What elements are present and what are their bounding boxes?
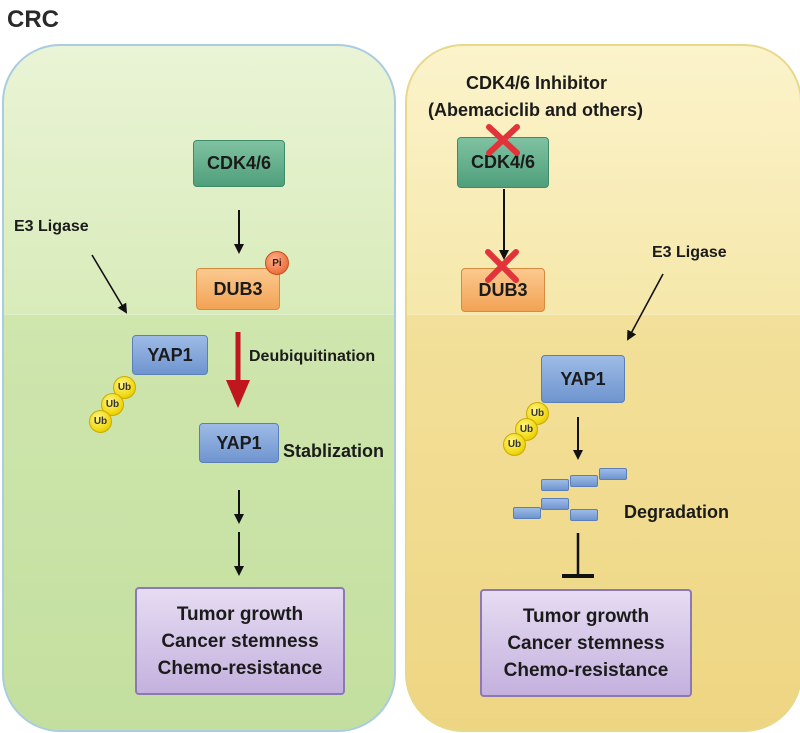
inhibitor-label-line2: (Abemaciclib and others) [428, 100, 644, 120]
left-outcome-tumor-growth: Tumor growth [176, 603, 304, 625]
left-yap1-bottom-box: YAP1 [199, 423, 279, 463]
dub3-inhibition-cross-icon [485, 249, 519, 283]
right-cdk46-label: CDK4/6 [470, 152, 536, 172]
left-outcome-cancer-stemness: Cancer stemness [161, 630, 319, 652]
right-ub-2-label: Ub [519, 424, 534, 435]
arrow-e3-to-yap1-right [627, 273, 664, 341]
yap1-fragment [570, 509, 598, 521]
right-cdk46-box: CDK4/6 [457, 137, 549, 188]
right-outcome-box: Tumor growth Cancer stemness Chemo-resis… [480, 589, 692, 697]
yap1-fragment [570, 475, 598, 487]
left-ub-1-label: Ub [117, 382, 132, 393]
right-ub-3: Ub [503, 433, 526, 456]
stabilization-label: Stablization [283, 441, 385, 461]
left-cdk46-label: CDK4/6 [206, 153, 272, 173]
right-dub3-label: DUB3 [478, 279, 528, 300]
phosphate-label: Pi [272, 257, 282, 269]
right-yap1-label: YAP1 [560, 368, 606, 389]
left-dub3-box: DUB3 [196, 268, 280, 310]
left-dub3-label: DUB3 [213, 278, 263, 299]
right-e3-ligase-label: E3 Ligase [652, 244, 727, 261]
left-e3-ligase-label: E3 Ligase [14, 218, 89, 235]
yap1-fragment [541, 498, 569, 510]
degradation-label: Degradation [624, 502, 730, 522]
left-ub-1: Ub [113, 376, 136, 399]
right-outcome-chemo-resistance: Chemo-resistance [503, 659, 669, 681]
left-cdk46-box: CDK4/6 [193, 140, 285, 187]
yap1-fragment [513, 507, 541, 519]
deubiquitination-label: Deubiquitination [249, 348, 376, 365]
deubiquitination-arrow [226, 332, 250, 408]
right-ub-3-label: Ub [507, 439, 522, 450]
left-yap1-bottom-label: YAP1 [216, 432, 262, 453]
yap1-fragment [541, 479, 569, 491]
yap1-fragment [599, 468, 627, 480]
left-yap1-top-box: YAP1 [132, 335, 208, 375]
arrow-e3-to-yap1 [91, 254, 128, 314]
cdk46-inhibition-cross-icon [486, 124, 520, 156]
left-ub-2-label: Ub [105, 399, 120, 410]
right-outcome-tumor-growth: Tumor growth [522, 605, 650, 627]
figure-title: CRC [7, 6, 59, 33]
left-ub-3-label: Ub [93, 416, 108, 427]
inhibition-tbar [562, 533, 594, 578]
right-outcome-cancer-stemness: Cancer stemness [507, 632, 665, 654]
left-ub-2: Ub [101, 393, 124, 416]
right-ub-1-label: Ub [530, 408, 545, 419]
left-outcome-box: Tumor growth Cancer stemness Chemo-resis… [135, 587, 345, 695]
right-yap1-box: YAP1 [541, 355, 625, 403]
phosphate-badge: Pi [265, 251, 289, 275]
left-yap1-top-label: YAP1 [147, 344, 193, 365]
left-outcome-chemo-resistance: Chemo-resistance [157, 657, 323, 679]
inhibitor-label-line1: CDK4/6 Inhibitor [466, 73, 608, 93]
left-ub-3: Ub [89, 410, 112, 433]
